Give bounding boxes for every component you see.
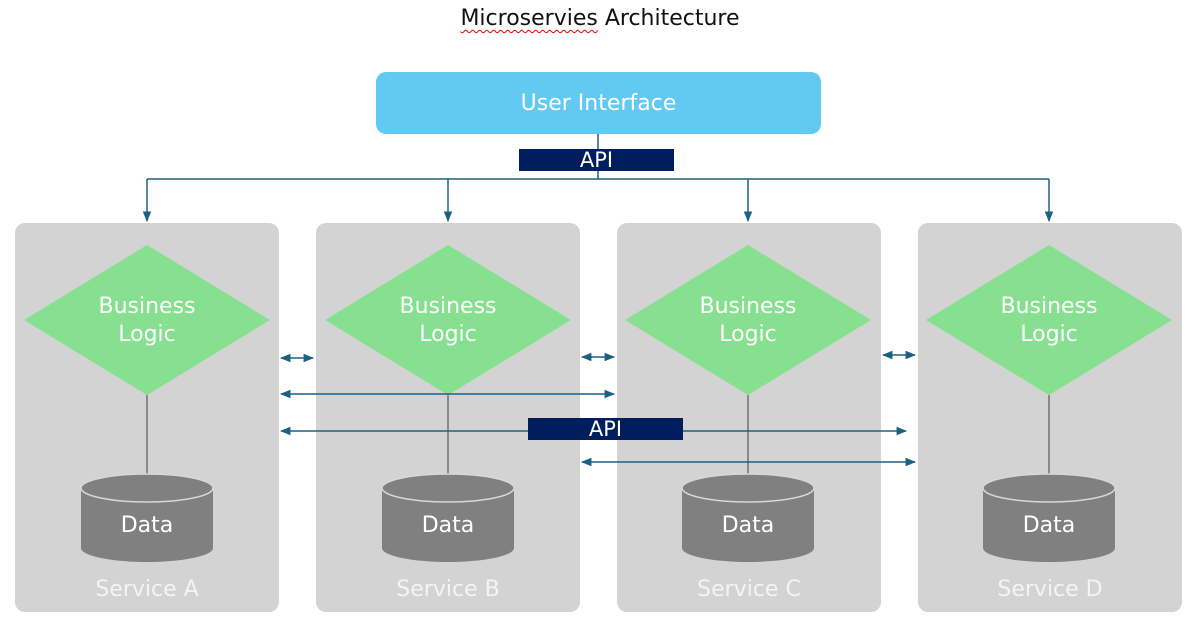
- title-misspelled-word: Microservies: [460, 6, 598, 31]
- data-cylinder-b: [381, 473, 515, 562]
- api-label-inter-service: API: [528, 417, 683, 441]
- title-rest: Architecture: [597, 6, 740, 31]
- data-cylinder-c: [681, 473, 815, 562]
- business-logic-diamond-c: [625, 245, 871, 395]
- data-cylinder-d: [982, 473, 1116, 562]
- logic-line-1: Business: [399, 294, 497, 319]
- logic-line-2: Logic: [118, 322, 176, 347]
- service-a-label: Service A: [95, 577, 199, 602]
- service-b-label: Service B: [396, 577, 500, 602]
- logic-line-1: Business: [1000, 294, 1098, 319]
- logic-line-1: Business: [699, 294, 797, 319]
- business-logic-diamond-b: [325, 245, 571, 395]
- diagram-title: Microservies Architecture: [0, 6, 1200, 31]
- logic-line-2: Logic: [1020, 322, 1078, 347]
- data-label-a: Data: [120, 513, 174, 538]
- user-interface-box: User Interface: [376, 72, 821, 134]
- business-logic-diamond-a: [24, 245, 270, 395]
- api-mid-text: API: [588, 417, 623, 441]
- data-cylinder-a: [80, 473, 214, 562]
- user-interface-label: User Interface: [520, 90, 677, 116]
- logic-line-2: Logic: [719, 322, 777, 347]
- data-label-c: Data: [721, 513, 775, 538]
- service-c-label: Service C: [697, 577, 801, 602]
- api-gateway-label-top: API: [519, 148, 674, 172]
- business-logic-diamond-d: [926, 245, 1172, 395]
- logic-line-1: Business: [98, 294, 196, 319]
- service-d-label: Service D: [997, 577, 1103, 602]
- api-top-text: API: [579, 148, 614, 172]
- data-label-b: Data: [421, 513, 475, 538]
- logic-line-2: Logic: [419, 322, 477, 347]
- data-label-d: Data: [1022, 513, 1076, 538]
